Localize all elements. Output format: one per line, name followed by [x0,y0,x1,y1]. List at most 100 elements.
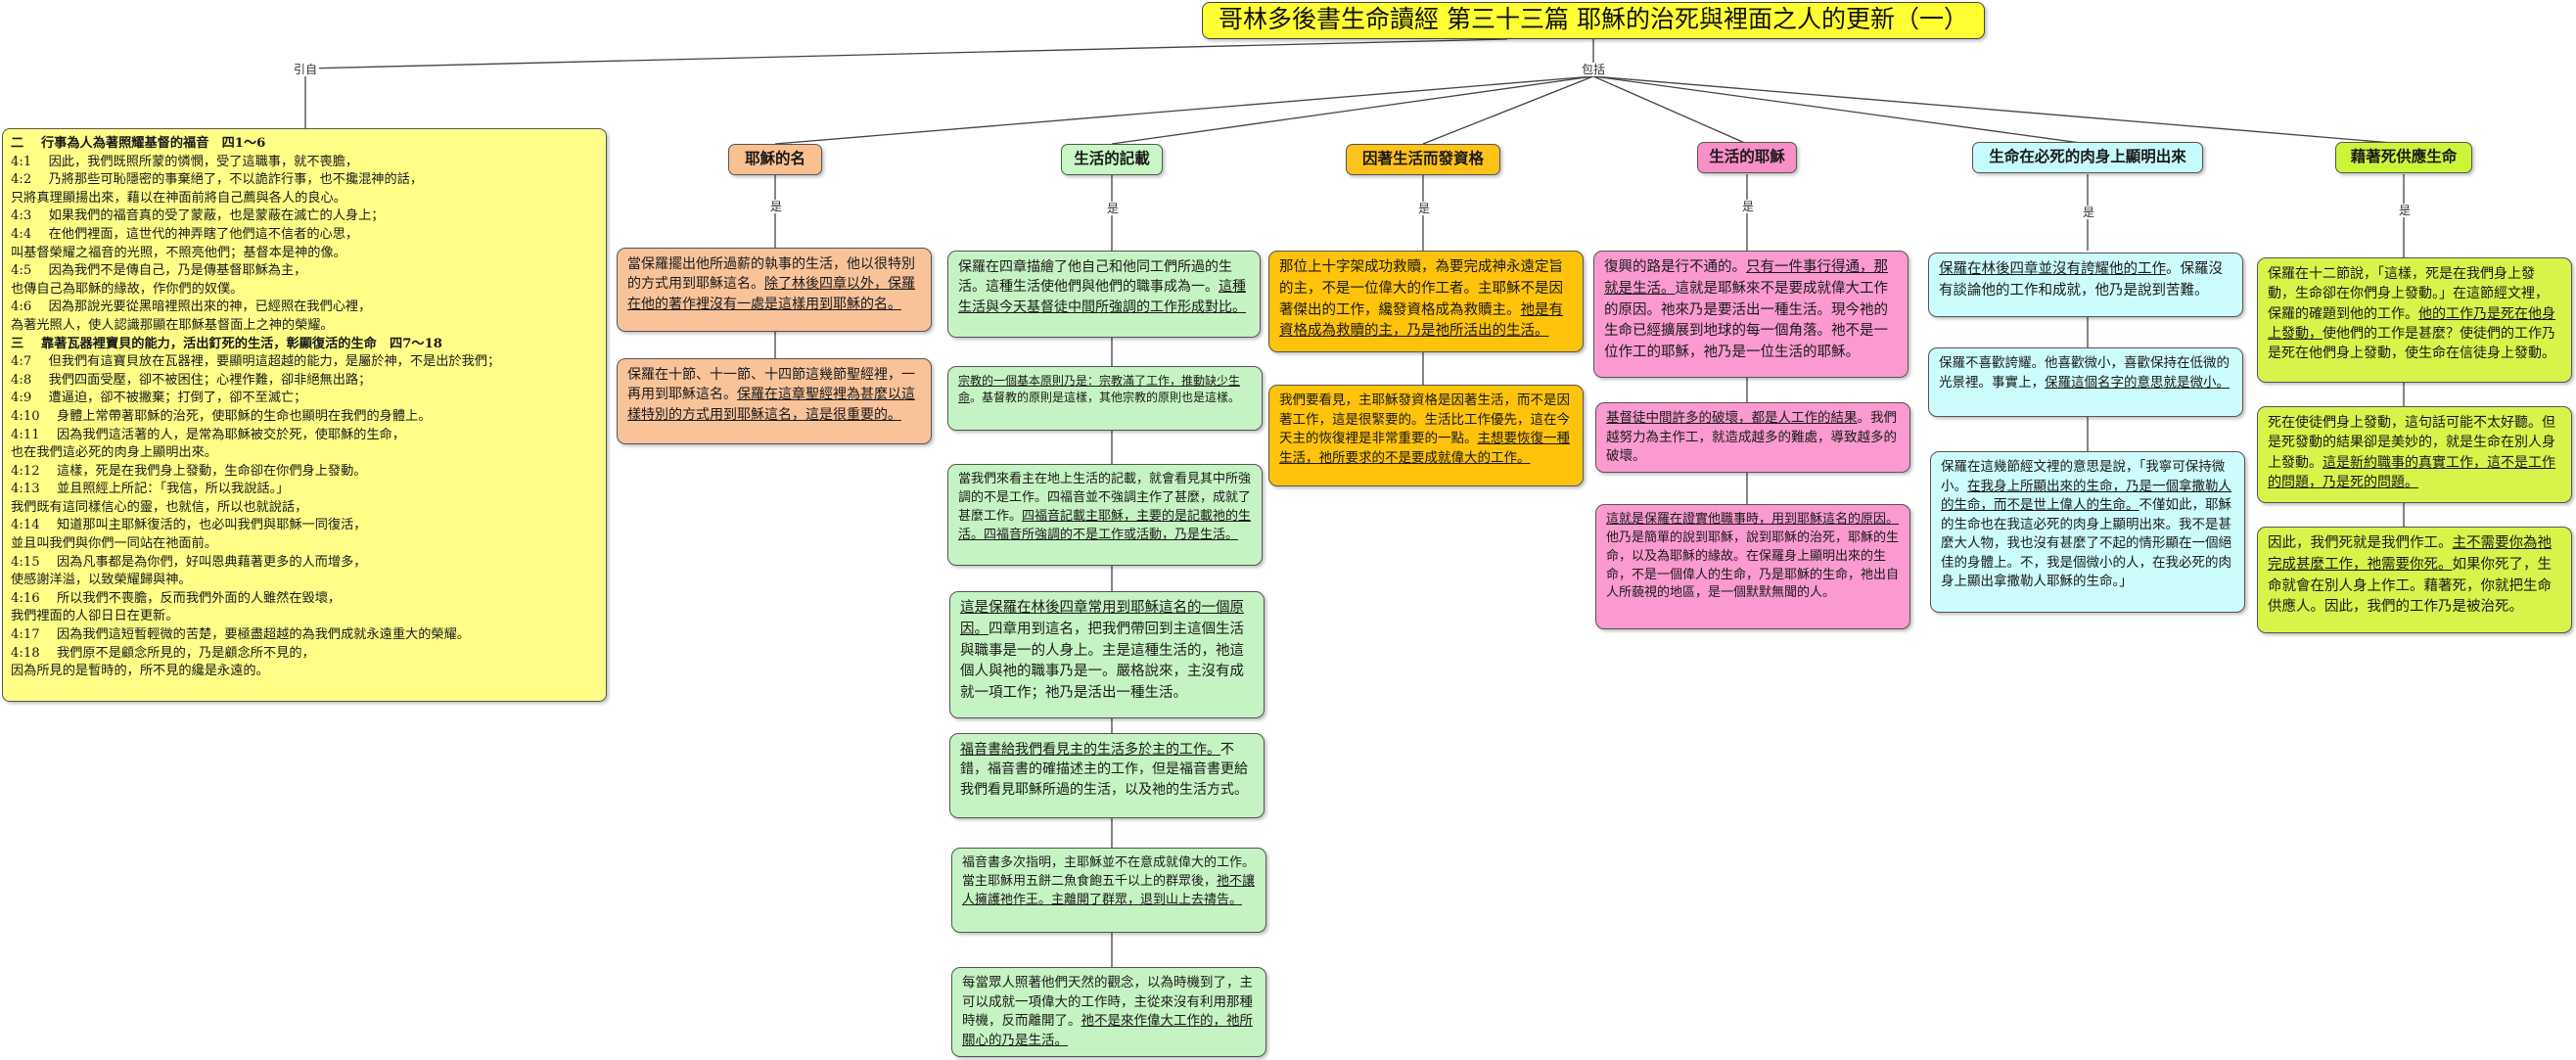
note-node: 保羅在十二節說，「這樣，死是在我們身上發動，生命卻在你們身上發動。」在這節經文裡… [2257,257,2572,383]
quote-verse-line: 叫基督榮耀之福音的光照，不照亮他們；基督本是神的像。 [11,245,346,260]
note-underlined-text: 保羅在這章聖經裡為甚麼以這樣特別的方式用到耶穌這名，這是很重要的。 [627,387,915,423]
quote-verse-line: 4:11 因為我們這活著的人，是常為耶穌被交於死，使耶穌的生命， [11,427,406,442]
note-underlined-text: 祂不是來作偉大工作的，祂所關心的乃是生活。 [962,1013,1253,1048]
note-node: 復興的路是行不通的。只有一件事行得通，那就是生活。這就是耶穌來不是要成就偉大工作… [1593,251,1909,378]
quote-verse-line: 我們既有這同樣信心的靈，也就信，所以也就說話， [11,499,308,515]
quote-verse-line: 4:6 因為那說光要從黑暗裡照出來的神，已經照在我們心裡， [11,300,372,315]
note-text: 保羅在這幾節經文裡的意思是說，「我寧可保持微小。 [1941,459,2226,494]
note-underlined-text: 他的工作乃是死在他身上發動， [2268,305,2555,342]
quote-verse-line: 4:3 如果我們的福音真的受了蒙蔽，也是蒙蔽在滅亡的人身上； [11,208,385,224]
quote-verse-line: 只將真理顯揚出來，藉以在神面前將自己薦與各人的良心。 [11,190,346,206]
note-underlined-text: 祂不讓人擁護祂作王。主離開了群眾，退到山上去禱告。 [962,873,1256,907]
note-underlined-text: 保羅在林後四章並沒有誇耀他的工作 [1939,261,2166,277]
note-node: 保羅在林後四章並沒有誇耀他的工作。保羅沒有談論他的工作和成就，他乃是說到苦難。 [1928,253,2243,317]
note-node: 宗教的一個基本原則乃是：宗教滿了工作，推動缺少生命。基督教的原則是這樣，其他宗教… [947,366,1263,431]
is-label: 是 [1740,200,1757,213]
note-node: 保羅在十節、十一節、十四節這幾節聖經裡，一再用到耶穌這名。保羅在這章聖經裡為甚麼… [617,358,932,444]
note-text: 復興的路是行不通的。 [1604,259,1746,275]
note-text: 保羅在十二節說，「這樣，死是在我們身上發動，生命卻在你們身上發動。」在這節經文裡… [2268,266,2549,322]
note-underlined-text: 保羅這個名字的意思就是微小。 [2045,374,2230,391]
quote-verse-line: 也傳自己為耶穌的緣故，作你們的奴僕。 [11,281,244,297]
branch-head-living-jesus: 生活的耶穌 [1697,142,1797,173]
note-node: 因此，我們死就是我們作工。主不需要你為祂完成甚麼工作，祂需要你死。如果你死了，生… [2257,527,2572,633]
includes-label: 包括 [1580,63,1608,76]
quote-verse-line: 4:15 因為凡事都是為你們，好叫恩典藉著更多的人而增多， [11,554,367,570]
note-text: 那位上十字架成功救贖，為要完成神永遠定旨的主，不是一位偉大的作工者。主耶穌不是因… [1279,259,1563,318]
is-label: 是 [2081,206,2097,219]
note-node: 保羅不喜歡誇耀。他喜歡微小，喜歡保持在低微的光景裡。事實上，保羅這個名字的意思就… [1928,347,2243,417]
quote-verse-line: 為著光照人，使人認識那顯在耶穌基督面上之神的榮耀。 [11,317,334,333]
note-underlined-text: 只有一件事行得通，那就是生活。 [1604,259,1888,297]
branch-head-life-through-death: 藉著死供應生命 [2335,142,2472,173]
note-text: 這就是耶穌來不是要成就偉大工作的原因。祂來乃是要活出一種生活。現今祂的生命已經擴… [1604,280,1888,360]
note-underlined-text: 四福音記載主耶穌，主要的是記載祂的生活。四福音所強調的不是工作或活動，乃是生活。 [958,508,1252,542]
note-node: 死在使徒們身上發動，這句話可能不太好聽。但是死發動的結果卻是美妙的，就是生命在別… [2257,406,2572,503]
note-text: 當保羅擺出他所過薪的執事的生活，他以很特別的方式用到耶穌這名。 [627,256,915,293]
note-underlined-text: 這是保羅在林後四章常用到耶穌這名的一個原因。 [960,600,1244,637]
quote-verse-line: 4:17 因為我們這短暫輕微的苦楚，要極盡超越的為我們成就永遠重大的榮耀。 [11,627,470,643]
note-text: 。我們越努力為主作工，就造成越多的難處，導致越多的破壞。 [1606,410,1897,465]
note-underlined-text: 福音書給我們看見主的生活多於主的工作。 [960,742,1220,758]
note-text: 。保羅沒有談論他的工作和成就，他乃是說到苦難。 [1939,261,2223,299]
note-underlined-text: 這是新約職事的真實工作，這不是工作的問題，乃是死的問題。 [2268,454,2555,490]
note-node: 當保羅擺出他所過薪的執事的生活，他以很特別的方式用到耶穌這名。除了林後四章以外，… [617,248,932,332]
quote-verse-line: 4:5 因為我們不是傳自己，乃是傳基督耶穌為主， [11,263,307,279]
cite-label: 引自 [292,63,320,76]
note-text: 死在使徒們身上發動，這句話可能不太好聽。但是死發動的結果卻是美妙的，就是生命在別… [2268,415,2555,471]
note-node: 那位上十字架成功救贖，為要完成神永遠定旨的主，不是一位偉大的作工者。主耶穌不是因… [1268,251,1584,352]
note-text: 我們要看見，主耶穌發資格是因著生活，而不是因著工作，這是很緊要的。生活比工作優先… [1279,392,1570,447]
quote-verse-line: 4:10 身體上常帶著耶穌的治死，使耶穌的生命也顯明在我們的身體上。 [11,408,432,424]
quote-verse-line: 使感謝洋溢，以致榮耀歸與神。 [11,573,192,588]
quote-verse-line: 4:13 並且照經上所記：「我信，所以我說話。」 [11,482,290,497]
branch-head-life-manifested: 生命在必死的肉身上顯明出來 [1972,142,2203,173]
note-underlined-text: 基督徒中間許多的破壞，都是人工作的結果 [1606,410,1858,426]
note-text: 。基督教的原則是這樣，其他宗教的原則也是這樣。 [970,391,1241,405]
quote-section-heading: 三 靠著瓦器裡寶貝的能力，活出釘死的生活，彰顯復活的生命 四7～18 [11,336,442,351]
branch-head-record-of-living: 生活的記載 [1061,144,1163,175]
quote-verse-line: 4:1 因此，我們既照所蒙的憐憫，受了這職事，就不喪膽， [11,154,359,169]
note-underlined-text: 宗教的一個基本原則乃是：宗教滿了工作，推動缺少生命 [958,374,1241,405]
note-text: 他乃是簡單的說到耶穌，說到耶穌的治死，耶穌的生命，以及為耶穌的緣故。在保羅身上顯… [1606,530,1900,601]
note-node: 保羅在四章描繪了他自己和他同工們所過的生活。這種生活使他們與他們的職事成為一。這… [947,251,1261,338]
quote-verse-line: 4:14 知道那叫主耶穌復活的，也必叫我們與耶穌一同復活， [11,518,367,533]
note-text: 當我們來看主在地上生活的記載，就會看見其中所強調的不是工作。四福音並不強調主作了… [958,472,1252,524]
quote-verse-line: 4:8 我們四面受壓，卻不被困住；心裡作難，卻非絕無出路； [11,372,372,388]
note-node: 福音書多次指明，主耶穌並不在意成就偉大的工作。當主耶穌用五餅二魚食飽五千以上的群… [951,848,1266,933]
note-node: 保羅在這幾節經文裡的意思是說，「我寧可保持微小。在我身上所顯出來的生命，乃是一個… [1930,451,2245,613]
quote-verse-line: 並且叫我們與你們一同站在祂面前。 [11,536,217,552]
quote-verse-line: 4:12 這樣，死是在我們身上發動，生命卻在你們身上發動。 [11,463,367,479]
note-underlined-text: 這種生活與今天基督徒中間所強調的工作形成對比。 [958,279,1246,315]
quote-verse-line: 4:7 但我們有這寶貝放在瓦器裡，要顯明這超越的能力，是屬於神，不是出於我們； [11,354,501,370]
is-label: 是 [2397,204,2414,217]
note-underlined-text: 在我身上所顯出來的生命，乃是一個拿撒勒人的生命，而不是世上偉人的生命。 [1941,478,2231,514]
is-label: 是 [768,200,785,213]
note-node: 我們要看見，主耶穌發資格是因著生活，而不是因著工作，這是很緊要的。生活比工作優先… [1268,385,1584,486]
note-text: 不錯，福音書的確描述主的工作，但是福音書更給我們看見耶穌所過的生活，以及祂的生活… [960,742,1248,798]
note-node: 福音書給我們看見主的生活多於主的工作。不錯，福音書的確描述主的工作，但是福音書更… [949,733,1265,818]
quote-verse-line: 4:4 在他們裡面，這世代的神弄瞎了他們這不信者的心思， [11,226,359,242]
note-text: 如果你死了，生命就會在別人身上作工。藉著死，你就把生命供應人。因此，我們的工作乃… [2268,556,2552,616]
quote-verse-line: 我們裡面的人卻日日在更新。 [11,609,179,624]
note-text: 保羅在四章描繪了他自己和他同工們所過的生活。這種生活使他們與他們的職事成為一。 [958,259,1232,296]
note-node: 基督徒中間許多的破壞，都是人工作的結果。我們越努力為主作工，就造成越多的難處，導… [1595,402,1910,473]
diagram-title: 哥林多後書生命讀經 第三十三篇 耶穌的治死與裡面之人的更新（一） [1202,2,1985,39]
note-text: 每當眾人照著他們天然的觀念，以為時機到了，主可以成就一項偉大的工作時，主從來沒有… [962,975,1253,1030]
note-underlined-text: 祂是有資格成為救贖的主，乃是祂所活出的生活。 [1279,301,1563,340]
quote-verse-line: 4:16 所以我們不喪膽，反而我們外面的人雖然在毀壞， [11,590,342,606]
note-node: 每當眾人照著他們天然的觀念，以為時機到了，主可以成就一項偉大的工作時，主從來沒有… [951,967,1266,1057]
branch-head-name-of-jesus: 耶穌的名 [728,144,822,175]
note-text: 四章用到這名，把我們帶回到主這個生活與職事是一的人身上。主是這種生活的，祂這個人… [960,621,1244,701]
is-label: 是 [1105,202,1122,215]
note-text: 福音書多次指明，主耶穌並不在意成就偉大的工作。當主耶穌用五餅二魚食飽五千以上的群… [962,855,1256,889]
note-underlined-text: 主想要恢復一種生活，祂所要求的不是要成就偉大的工作。 [1279,431,1570,466]
note-text: 因此，我們死就是我們作工。 [2268,535,2453,551]
note-text: 不僅如此，耶穌的生命也在我這必死的肉身上顯明出來。我不是甚麼大人物，我也沒有甚麼… [1941,497,2231,590]
quote-verse-line: 4:2 乃將那些可恥隱密的事棄絕了，不以詭詐行事，也不攙混神的話， [11,172,424,188]
quote-verse-line: 也在我們這必死的肉身上顯明出來。 [11,445,217,461]
note-text: 保羅不喜歡誇耀。他喜歡微小，喜歡保持在低微的光景裡。事實上， [1939,355,2230,391]
note-underlined-text: 這就是保羅在證實他職事時，用到耶穌這名的原因。 [1606,512,1900,527]
note-node: 這就是保羅在證實他職事時，用到耶穌這名的原因。他乃是簡單的說到耶穌，說到耶穌的治… [1595,504,1910,629]
note-text: 保羅在十節、十一節、十四節這幾節聖經裡，一再用到耶穌這名。 [627,367,915,403]
